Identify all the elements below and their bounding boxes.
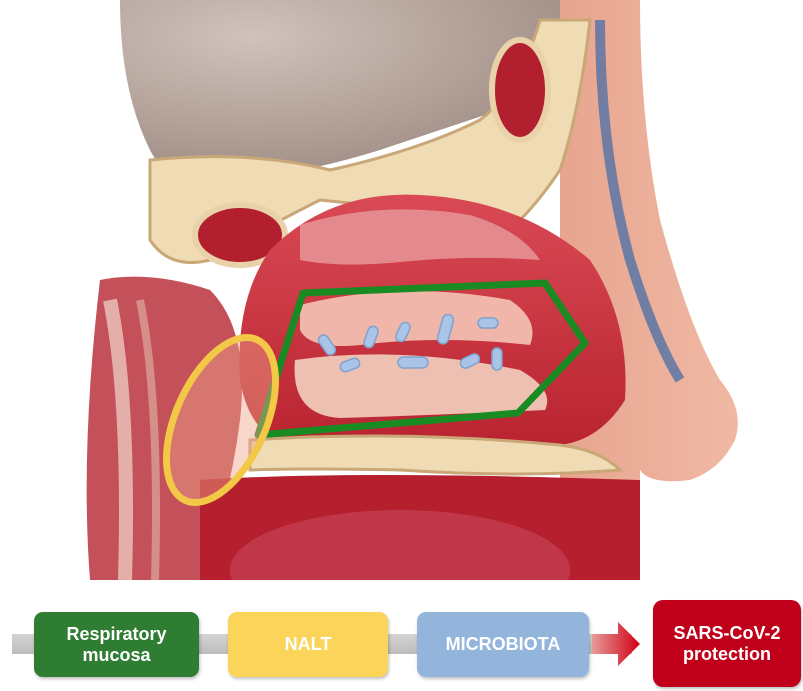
- middle-turbinate: [300, 291, 533, 346]
- frontal-sinus: [492, 40, 548, 140]
- sars-cov-2-protection-box: SARS-CoV-2 protection: [653, 600, 801, 687]
- nalt-box: NALT: [228, 612, 388, 677]
- arrow-right-icon: [592, 620, 640, 668]
- microbiota-box: MICROBIOTA: [417, 612, 589, 677]
- nasal-cavity-illustration: [0, 0, 803, 580]
- respiratory-mucosa-box: Respiratory mucosa: [34, 612, 199, 677]
